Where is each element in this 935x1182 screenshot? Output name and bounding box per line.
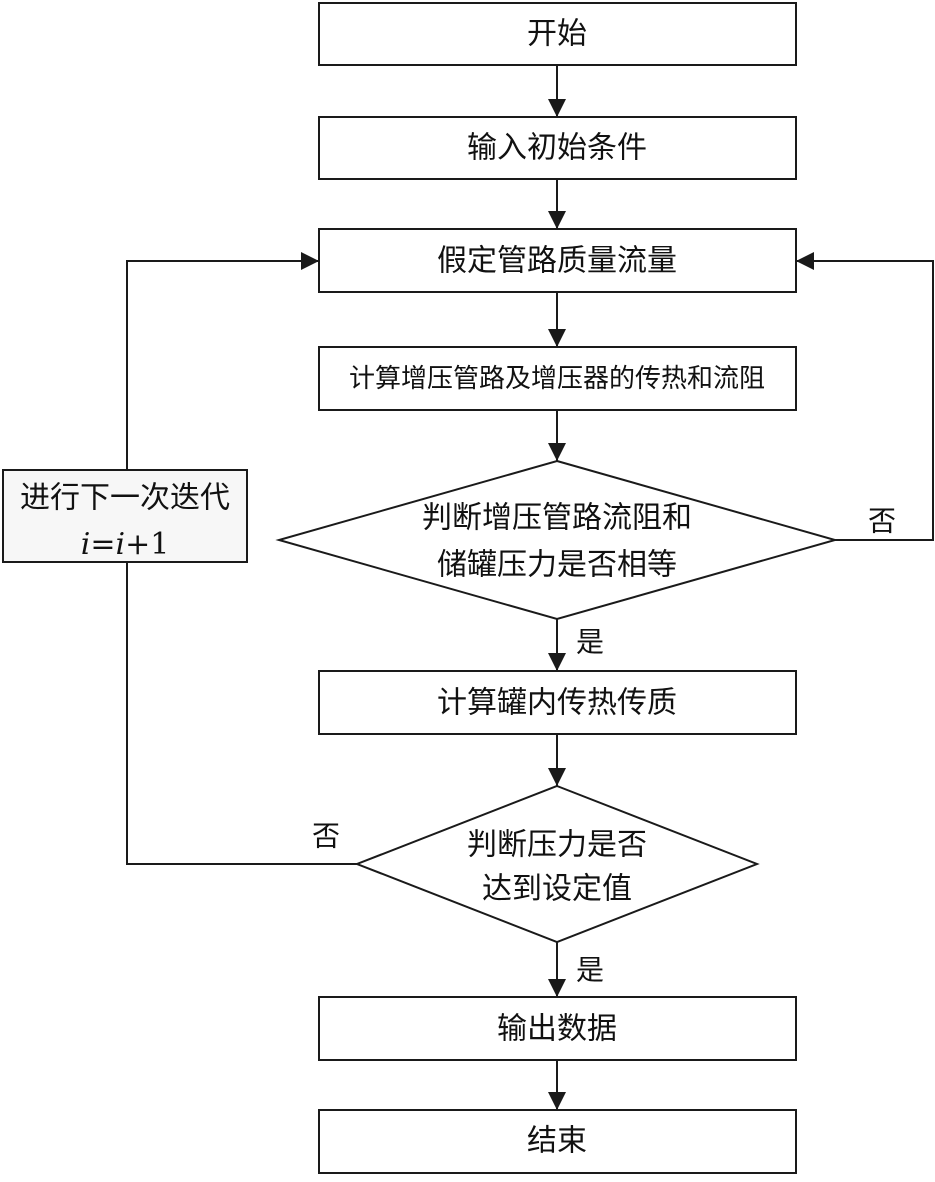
decision-reach-setpoint-line2: 达到设定值	[482, 872, 632, 907]
node-next-iteration-line1: 进行下一次迭代	[20, 481, 230, 516]
node-input-conditions-label: 输入初始条件	[467, 131, 647, 166]
node-calc-tank-label: 计算罐内传热传质	[437, 686, 677, 721]
decision-pressure-equal-line2: 储罐压力是否相等	[437, 548, 677, 583]
node-assume-flow-label: 假定管路质量流量	[437, 244, 677, 279]
node-output-data: 输出数据	[318, 996, 797, 1061]
node-end-label: 结束	[527, 1124, 587, 1159]
edge-label-decision2-no: 否	[312, 820, 340, 853]
edge-label-decision1-yes: 是	[576, 626, 604, 659]
decision-reach-setpoint-line1: 判断压力是否	[467, 828, 647, 863]
decision-pressure-equal-line1: 判断增压管路流阻和	[422, 501, 692, 536]
node-output-data-label: 输出数据	[497, 1012, 617, 1047]
node-start-label: 开始	[527, 17, 587, 52]
node-next-iteration: 进行下一次迭代 i=i+1	[2, 469, 248, 563]
node-input-conditions: 输入初始条件	[318, 116, 797, 180]
iteration-equals: =	[90, 527, 115, 562]
node-next-iteration-line2: i=i+1	[81, 527, 170, 562]
edge-iterate-to-assume	[126, 252, 319, 470]
edge-label-decision1-no: 否	[868, 505, 896, 538]
edge-decision1-no-loop	[796, 252, 934, 541]
iteration-var-i2: i	[115, 527, 125, 562]
iteration-var-i: i	[81, 527, 91, 562]
node-end: 结束	[318, 1109, 797, 1174]
edge-label-decision2-yes: 是	[576, 954, 604, 987]
node-calc-pipe-label: 计算增压管路及增压器的传热和流阻	[349, 364, 765, 394]
node-calc-tank: 计算罐内传热传质	[318, 670, 797, 735]
node-assume-flow: 假定管路质量流量	[318, 228, 797, 293]
decision-pressure-equal: 判断增压管路流阻和 储罐压力是否相等	[275, 459, 839, 621]
node-start: 开始	[318, 2, 797, 66]
node-calc-pipe: 计算增压管路及增压器的传热和流阻	[318, 346, 797, 411]
decision-reach-setpoint: 判断压力是否 达到设定值	[354, 784, 760, 944]
edge-decision2-no-to-iterate	[126, 562, 357, 865]
iteration-plus-one: +1	[125, 527, 169, 562]
